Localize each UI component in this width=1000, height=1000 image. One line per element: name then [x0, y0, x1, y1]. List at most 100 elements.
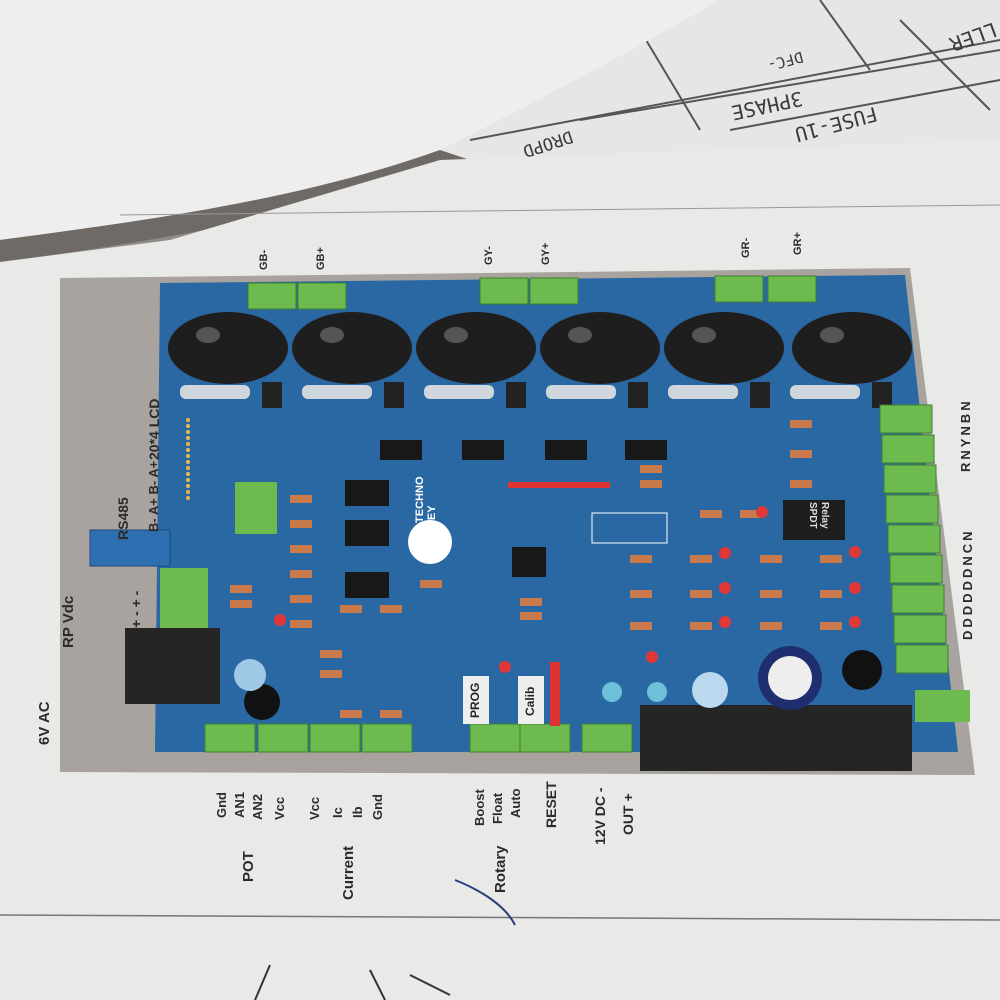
label-current-vcc: Vcc: [307, 796, 322, 820]
sheet-shadow: [0, 150, 470, 262]
mosfet: [750, 382, 770, 408]
calib-label: Calib: [523, 686, 537, 716]
lcd-header-pin: [186, 478, 190, 482]
terminal-block: [581, 723, 633, 753]
heatsink: [125, 628, 220, 704]
terminal-block: [714, 275, 764, 303]
lcd-header-pin: [186, 448, 190, 452]
smd-resistor: [520, 612, 542, 620]
terminal-block: [893, 614, 947, 644]
red-led: [849, 616, 861, 628]
calib-button[interactable]: [518, 676, 544, 724]
lcd-header-pin: [186, 454, 190, 458]
prog-label: PROG: [468, 682, 482, 718]
label-pot: POT: [240, 851, 257, 882]
mosfet: [628, 382, 648, 408]
smd-resistor: [640, 465, 662, 473]
capacitor: [234, 659, 266, 691]
background-table-lines: [469, 0, 1000, 141]
label-gy-minus: GY-: [483, 246, 495, 265]
smd-resistor: [230, 585, 252, 593]
smd-resistor: [690, 590, 712, 598]
smd-resistor: [630, 555, 652, 563]
heatsink: [640, 705, 912, 771]
terminal-block: [257, 723, 309, 753]
capacitor: [244, 684, 280, 720]
label-float: Float: [490, 792, 505, 824]
terminal-block: [767, 275, 817, 303]
glass-diode: [302, 385, 372, 399]
lcd-header-pin: [186, 496, 190, 500]
capacitor: [842, 650, 882, 690]
smd-resistor: [690, 622, 712, 630]
red-led: [719, 582, 731, 594]
lcd-header-pin: [186, 436, 190, 440]
smd-resistor: [290, 620, 312, 628]
lcd-header-pin: [186, 430, 190, 434]
smd-resistor: [380, 605, 402, 613]
terminal-block: [297, 282, 347, 310]
capacitor: [692, 672, 728, 708]
red-led: [756, 506, 768, 518]
jumper-bar: [550, 662, 560, 726]
smd-resistor: [790, 450, 812, 458]
label-gr-minus: GR-: [740, 237, 752, 258]
smd-resistor: [820, 622, 842, 630]
label-polarity: + - + -: [128, 590, 144, 628]
label-an2: AN2: [250, 793, 265, 820]
label-relay-pins: DDDDDDNCN: [960, 528, 975, 641]
glass-diode: [790, 385, 860, 399]
label-12v-dc: 12V DC -: [592, 787, 608, 845]
red-led: [849, 546, 861, 558]
label-current: Current: [340, 845, 357, 900]
label-lcd: 20*4 LCD: [146, 398, 162, 460]
ic-chip: [345, 520, 389, 546]
smd-resistor: [290, 595, 312, 603]
label-gb-plus: GB+: [315, 247, 327, 270]
terminal-block: [469, 723, 521, 753]
label-current-gnd: Gnd: [370, 794, 385, 820]
terminal-block: [885, 494, 939, 524]
label-rp-vdc: RP Vdc: [60, 595, 77, 648]
mosfet: [262, 382, 282, 408]
terminal-block: [479, 277, 529, 305]
terminal-block: [879, 404, 933, 434]
lcd-header-pin: [186, 490, 190, 494]
terminal-block: [204, 723, 256, 753]
ic-chip: [345, 572, 389, 598]
label-phases: RNYNBN: [958, 398, 973, 472]
terminal-block: [309, 723, 361, 753]
smd-resistor: [290, 545, 312, 553]
smd-resistor: [790, 480, 812, 488]
label-boost: Boost: [472, 789, 487, 826]
curled-sheet: [0, 0, 720, 240]
label-an1: AN1: [232, 791, 247, 818]
relay-label: Relay SPDT: [807, 502, 830, 529]
label-gr-plus: GR+: [792, 232, 804, 255]
smd-resistor: [340, 605, 362, 613]
lcd-header-pin: [186, 484, 190, 488]
label-ic: Ic: [330, 807, 345, 818]
smd-resistor: [790, 420, 812, 428]
smd-resistor: [290, 520, 312, 528]
glass-diode: [668, 385, 738, 399]
smd-resistor: [630, 590, 652, 598]
prog-button[interactable]: [463, 676, 489, 724]
smd-resistor: [320, 670, 342, 678]
terminal-block: [361, 723, 413, 753]
smd-resistor: [520, 598, 542, 606]
smd-resistor: [230, 600, 252, 608]
smd-resistor: [640, 480, 662, 488]
smd-resistor: [690, 555, 712, 563]
inductor-hole: [196, 327, 220, 343]
terminal-block: [247, 282, 297, 310]
label-gy-plus: GY+: [540, 242, 552, 265]
smd-resistor: [380, 710, 402, 718]
terminal-block: [887, 524, 941, 554]
mosfet: [384, 382, 404, 408]
inductor-hole: [568, 327, 592, 343]
smd-resistor: [630, 622, 652, 630]
label-rs485: RS485: [115, 497, 131, 540]
terminal-block: [519, 723, 571, 753]
smd-resistor: [760, 590, 782, 598]
